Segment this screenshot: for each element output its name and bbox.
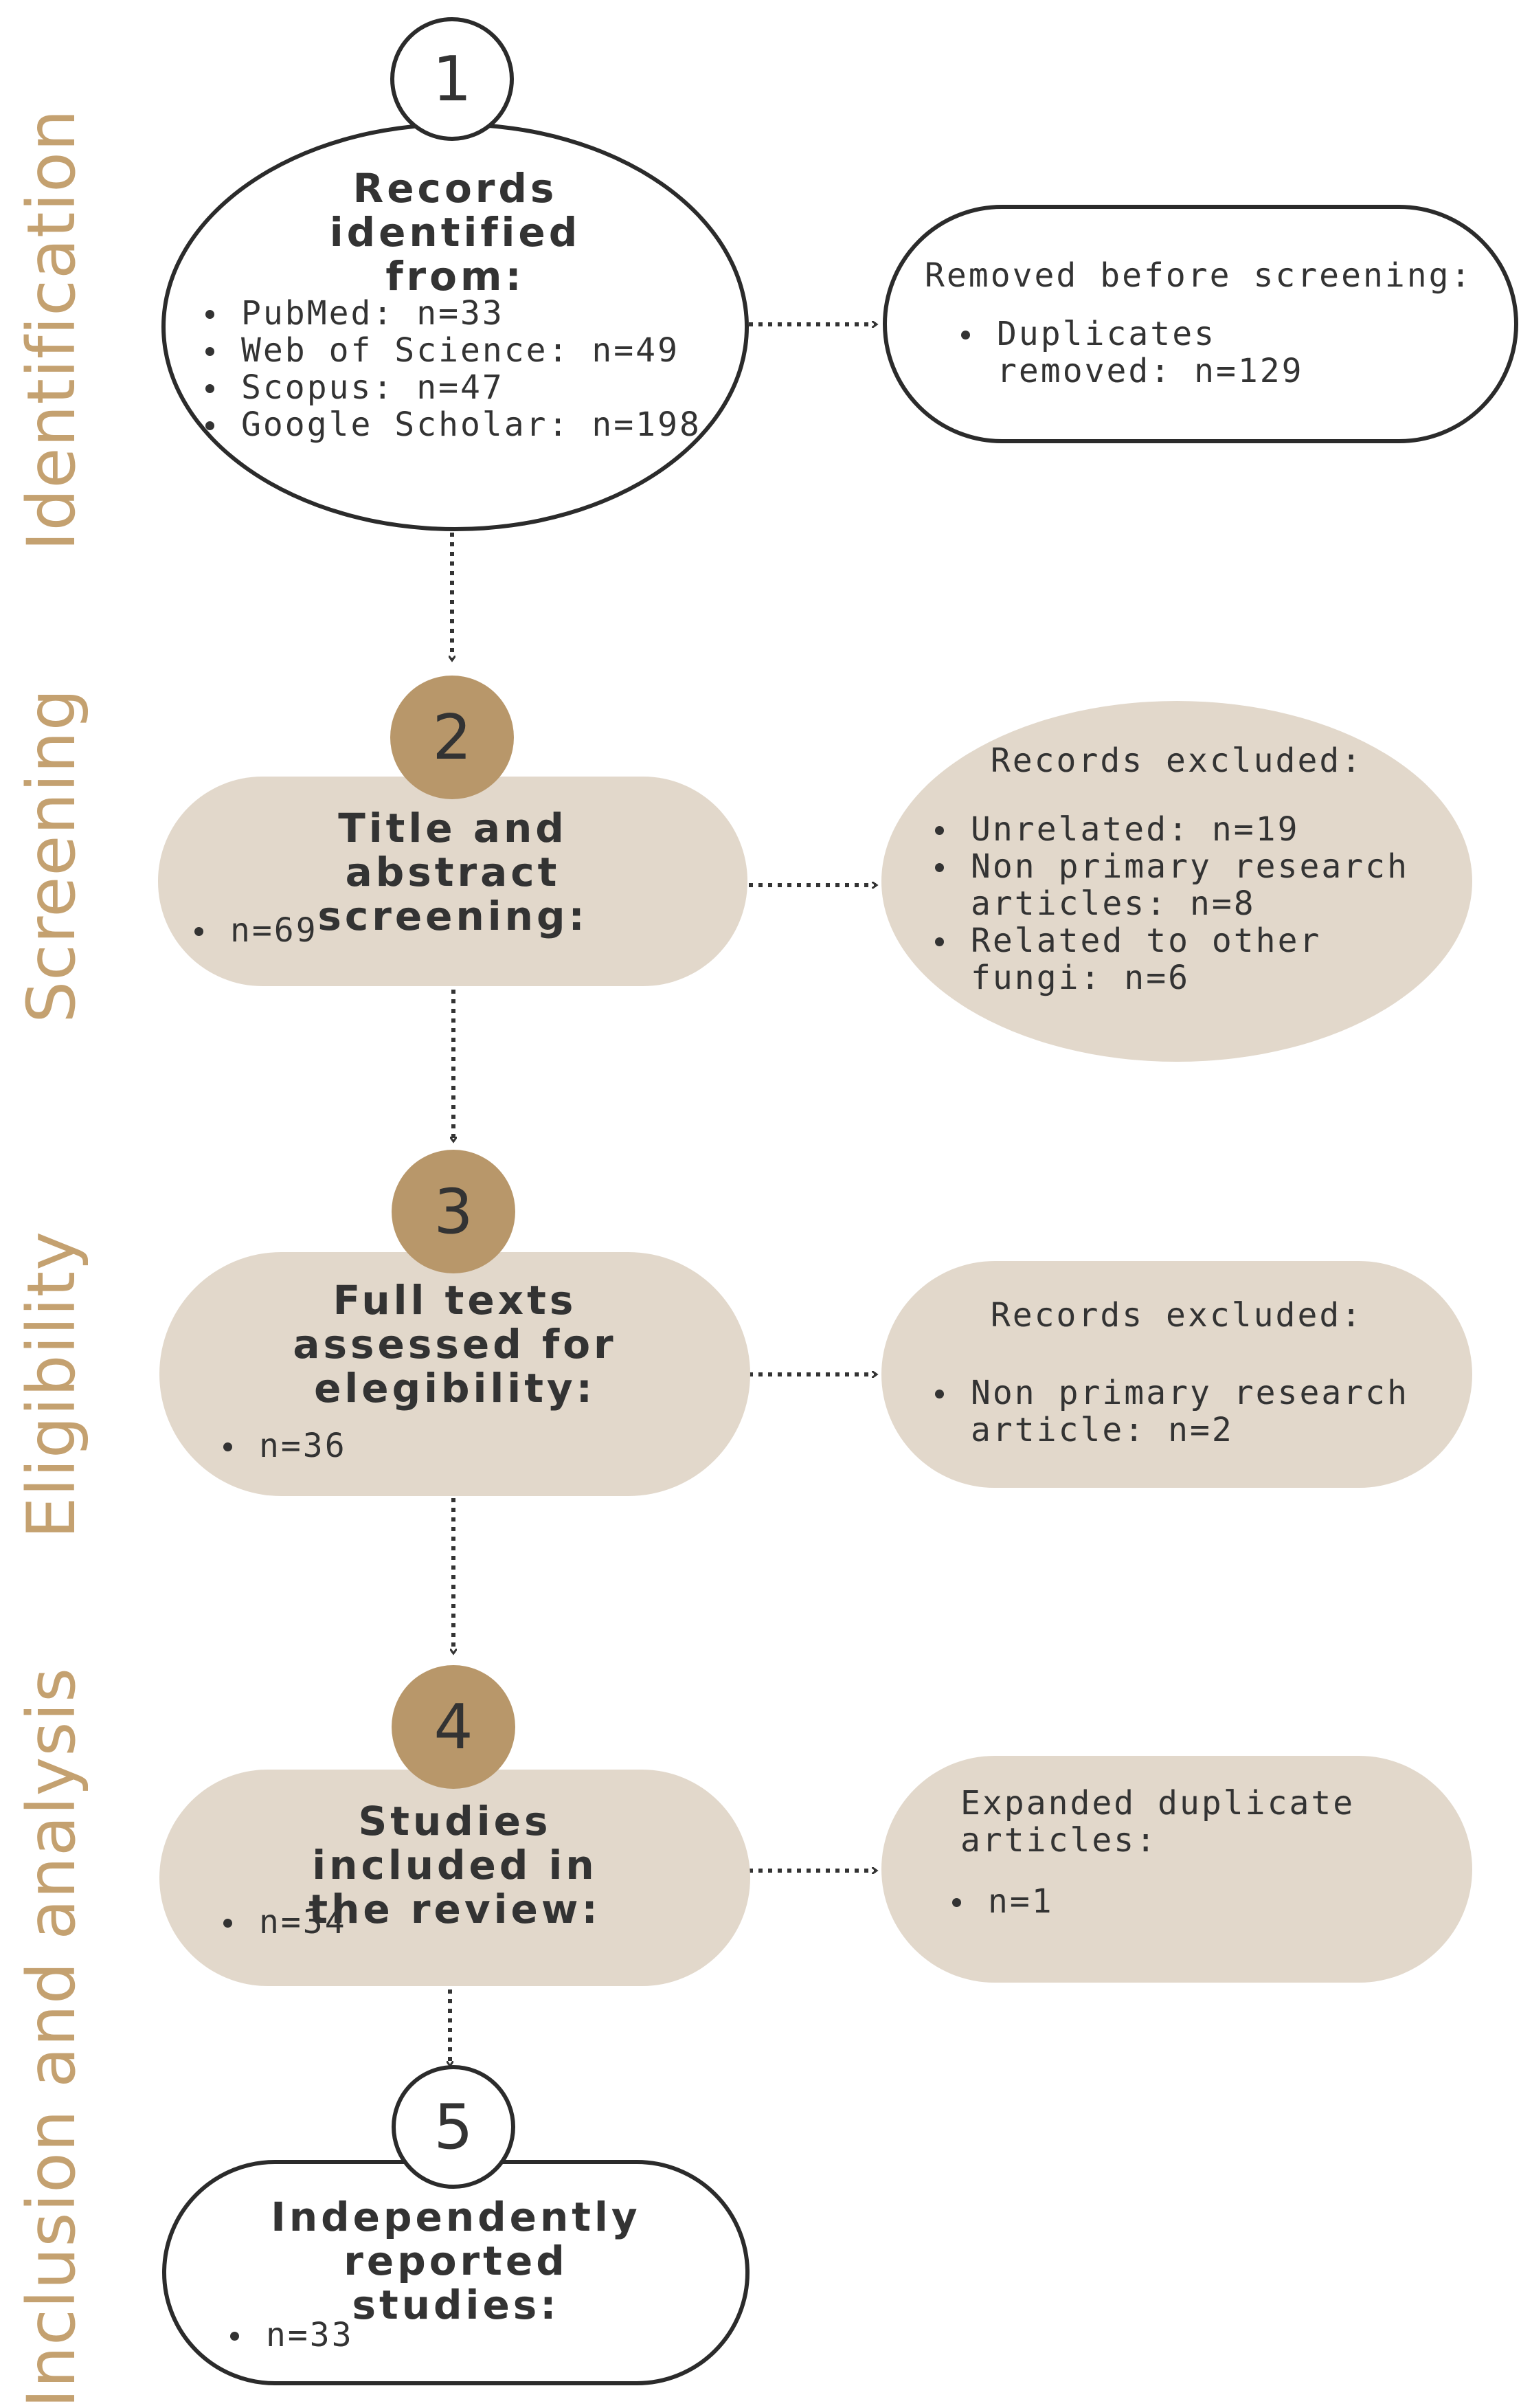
eligibility-excluded-list: Non primary research article: n=2 — [930, 1374, 1410, 1449]
phase-label-screening: Screening — [13, 688, 90, 1023]
list-item: n=69 — [189, 912, 318, 949]
list-item: Unrelated: n=19 — [930, 811, 1438, 848]
step-2-circle: 2 — [390, 676, 514, 799]
list-item: Non primary research articles: n=8 — [930, 848, 1438, 922]
records-identified-box: Records identified from: PubMed: n=33 We… — [161, 122, 749, 531]
step-3-number: 3 — [433, 1175, 473, 1248]
step-4-circle: 4 — [392, 1665, 515, 1789]
eligibility-title: Full texts assessed for elegibility: — [293, 1277, 617, 1412]
list-item: Non primary research article: n=2 — [930, 1374, 1410, 1449]
step-2-number: 2 — [432, 701, 472, 774]
step-1-number: 1 — [432, 43, 472, 115]
list-item: n=36 — [218, 1427, 347, 1464]
eligibility-list: n=36 — [218, 1427, 347, 1464]
expanded-box: Expanded duplicate articles: n=1 — [881, 1756, 1472, 1983]
removed-list: Duplicates removed: n=129 — [956, 315, 1340, 390]
eligibility-excluded-box: Records excluded: Non primary research a… — [881, 1261, 1472, 1488]
screening-excluded-title: Records excluded: — [990, 742, 1364, 780]
records-identified-list: PubMed: n=33 Web of Science: n=49 Scopus… — [200, 295, 736, 443]
list-item: Web of Science: n=49 — [200, 332, 736, 369]
screening-excluded-box: Records excluded: Unrelated: n=19 Non pr… — [881, 701, 1472, 1062]
list-item: n=1 — [947, 1883, 1054, 1920]
included-box: Studies included in the review: n=34 — [159, 1770, 750, 1986]
phase-label-eligibility: Eligibility — [13, 1230, 90, 1539]
eligibility-excluded-title: Records excluded: — [990, 1296, 1364, 1335]
list-item: n=33 — [225, 2317, 354, 2354]
list-item: Google Scholar: n=198 — [200, 406, 736, 443]
list-item: Scopus: n=47 — [200, 369, 736, 406]
step-5-circle: 5 — [392, 2065, 515, 2189]
step-5-number: 5 — [433, 2091, 473, 2163]
expanded-list: n=1 — [947, 1883, 1054, 1920]
phase-label-inclusion: Inclusion and analysis — [13, 1666, 90, 2408]
independent-list: n=33 — [225, 2317, 354, 2354]
step-3-circle: 3 — [392, 1150, 515, 1273]
phase-label-identification: Identification — [13, 109, 90, 551]
included-list: n=34 — [218, 1904, 347, 1941]
screening-excluded-list: Unrelated: n=19 Non primary research art… — [930, 811, 1438, 996]
removed-title: Removed before screening: — [925, 256, 1473, 295]
list-item: Duplicates removed: n=129 — [956, 315, 1340, 390]
list-item: PubMed: n=33 — [200, 295, 736, 332]
independent-title: Independently reported studies: — [271, 2194, 641, 2328]
included-title: Studies included in the review: — [308, 1798, 601, 1932]
removed-box: Removed before screening: Duplicates rem… — [883, 205, 1518, 443]
list-item: n=34 — [218, 1904, 347, 1941]
step-1-circle: 1 — [390, 17, 514, 141]
independent-box: Independently reported studies: n=33 — [162, 2160, 750, 2385]
expanded-title: Expanded duplicate articles: — [960, 1784, 1355, 1860]
eligibility-box: Full texts assessed for elegibility: n=3… — [159, 1252, 750, 1496]
screening-title: Title and abstract screening: — [317, 805, 588, 939]
step-4-number: 4 — [433, 1691, 473, 1763]
screening-box: Title and abstract screening: n=69 — [158, 777, 747, 986]
screening-list: n=69 — [189, 912, 318, 949]
records-identified-title: Records identified from: — [329, 165, 581, 300]
list-item: Related to other fungi: n=6 — [930, 922, 1438, 996]
